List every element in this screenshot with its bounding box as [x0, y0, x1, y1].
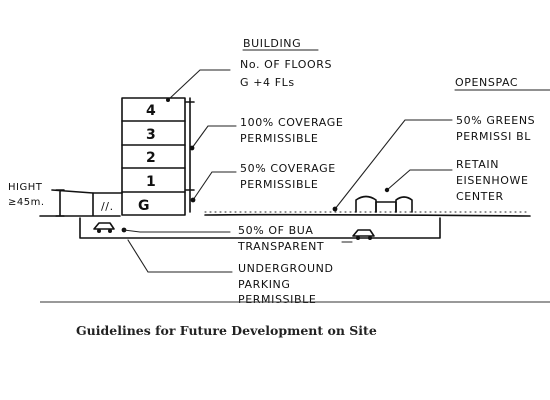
parking-band-outline [79, 217, 441, 239]
ground-line [39, 213, 531, 217]
parking-leader [127, 239, 233, 273]
eisenhower-center-drawing [355, 195, 413, 213]
floor-number-1: 1 [146, 174, 156, 190]
greens-label-line2: PERMISSI BL [456, 130, 531, 143]
car-left [93, 222, 115, 233]
greens-label-line1: 50% GREENS [456, 114, 535, 127]
car-right [352, 229, 375, 240]
coverage-50-leader [192, 171, 237, 201]
greens-leader [334, 119, 453, 210]
ground-floor-box [92, 192, 123, 216]
height-label-line1: HIGHT [8, 182, 43, 193]
retain-leader-dot [384, 187, 390, 193]
parking-label-line1: UNDERGROUND [238, 262, 334, 275]
ground-floor-hatch: //. [101, 200, 114, 213]
bua-leader [123, 229, 231, 233]
coverage-dimension-line [185, 97, 195, 213]
floor-number-3: 3 [146, 127, 156, 143]
floor-number-2: 2 [146, 150, 156, 166]
coverage-100-leader [191, 125, 237, 149]
building-title: BUILDING [243, 37, 301, 50]
floor-divider-lines [121, 120, 186, 193]
retain-label-line2: EISENHOWE [456, 174, 529, 187]
retain-leader [386, 169, 453, 191]
coverage-100-line1: 100% COVERAGE [240, 116, 343, 129]
openspace-title: OPENSPAC [455, 76, 518, 89]
greens-leader-dot [332, 206, 338, 212]
building-outline [121, 97, 186, 216]
coverage-100-line2: PERMISSIBLE [240, 132, 318, 145]
floors-leader-dot [166, 98, 170, 102]
height-label-line2: ≥45m. [8, 197, 45, 208]
figure-caption: Guidelines for Future Development on Sit… [76, 323, 377, 338]
parking-label-line3: PERMISSIBLE [238, 293, 316, 306]
floor-number-4: 4 [146, 103, 156, 119]
height-dimension-line [51, 189, 94, 217]
floors-label-line1: No. OF FLOORS [240, 58, 332, 71]
bua-label-line2: TRANSPARENT [237, 240, 324, 253]
coverage-50-leader-dot [190, 197, 196, 203]
ground-floor-label: G [138, 198, 150, 214]
bua-label-line1: 50% OF BUA [238, 224, 314, 237]
parking-label-line2: PARKING [238, 278, 291, 291]
coverage-50-line2: PERMISSIBLE [240, 178, 318, 191]
building-stack: 4 3 2 1 //. G [92, 97, 186, 216]
coverage-100-leader-dot [189, 145, 195, 151]
floors-leader-line [167, 69, 231, 101]
retain-label-line3: CENTER [456, 190, 504, 203]
coverage-50-line1: 50% COVERAGE [240, 162, 336, 175]
retain-label-line1: RETAIN [456, 158, 499, 171]
floors-label-line2: G +4 FLs [240, 76, 295, 89]
